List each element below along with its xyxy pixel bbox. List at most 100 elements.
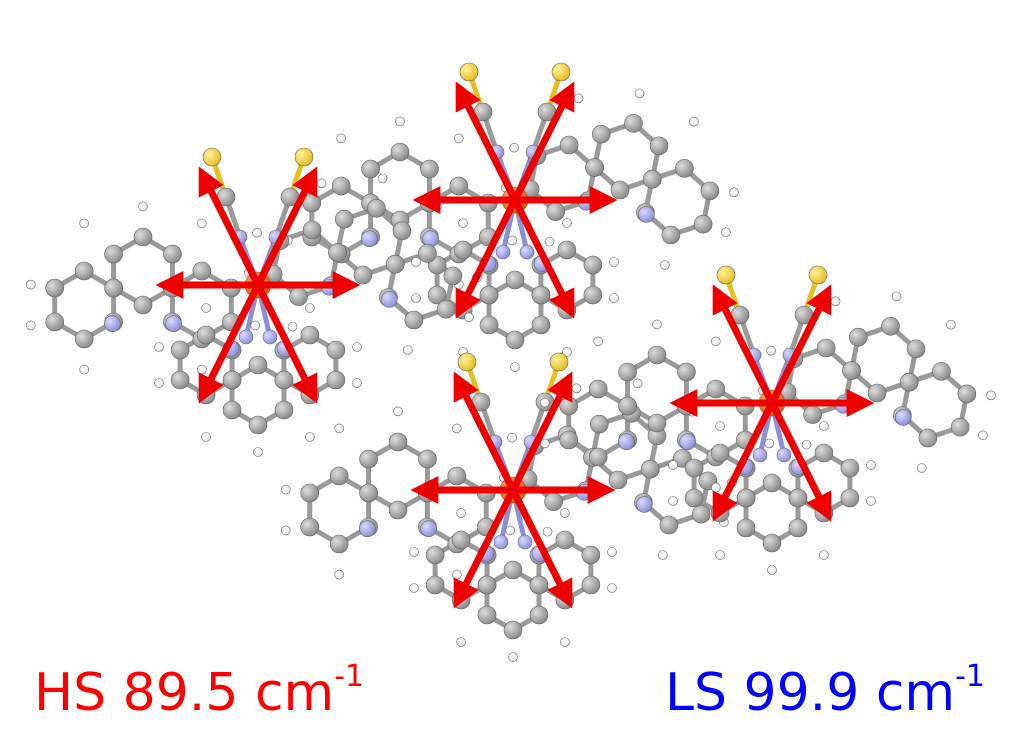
carbon-atom (647, 345, 667, 365)
carbon-atom (359, 483, 378, 503)
carbon-atom (436, 299, 456, 319)
carbon-atom (388, 432, 408, 452)
displacement-arrow-bottom-5 (509, 488, 573, 609)
hydrogen-atom (464, 312, 474, 323)
hydrogen-atom (560, 637, 570, 647)
carbon-atom (222, 400, 242, 420)
hydrogen-atom (409, 583, 419, 593)
carbon-atom (788, 488, 808, 508)
hydrogen-atom (767, 565, 777, 575)
nitrogen-atom (519, 244, 535, 260)
carbon-atom (505, 270, 525, 290)
nitrogen-atom (637, 206, 655, 223)
hydrogen-atom (508, 652, 518, 662)
carbon-atom (300, 325, 320, 345)
nitrogen-atom (517, 534, 533, 550)
carbon-atom (531, 285, 551, 305)
sulfur-atom (202, 147, 222, 167)
displacement-arrow-top-5 (511, 198, 575, 319)
displacement-arrow-right-2 (712, 284, 776, 405)
hydrogen-atom (352, 342, 362, 352)
hydrogen-atom (891, 291, 902, 302)
carbon-atom (848, 327, 868, 347)
displacement-arrow-bottom-2 (453, 371, 517, 492)
hydrogen-atom (280, 484, 291, 495)
hydrogen-atom (250, 320, 260, 331)
hydrogen-atom (432, 201, 442, 212)
hydrogen-atom (542, 526, 553, 537)
carbon-atom (581, 545, 601, 565)
carbon-atom (503, 620, 523, 640)
carbon-atom (133, 295, 153, 315)
carbon-atom (326, 370, 346, 390)
sulfur-atom (294, 147, 314, 167)
hydrogen-atom (458, 218, 468, 228)
carbon-atom (581, 575, 601, 595)
nitrogen-atom (165, 315, 182, 333)
carbon-atom (559, 135, 579, 155)
hydrogen-atom (197, 218, 207, 229)
hs-unit: cm (254, 663, 335, 723)
hs-prefix: HS (34, 663, 107, 723)
carbon-atom (618, 362, 637, 382)
carbon-atom (559, 430, 579, 450)
hydrogen-atom (452, 569, 462, 580)
carbon-atom (583, 285, 603, 305)
carbon-atom (867, 383, 887, 403)
hs-exponent: -1 (334, 658, 365, 694)
hydrogen-atom (305, 303, 315, 313)
hydrogen-atom (395, 116, 405, 127)
carbon-atom (479, 285, 499, 305)
displacement-arrow-left-2 (198, 166, 262, 287)
carbon-atom (710, 443, 730, 463)
carbon-atom (618, 396, 637, 416)
carbon-atom (762, 533, 782, 553)
carbon-atom (45, 278, 65, 298)
hydrogen-atom (729, 187, 739, 198)
hydrogen-atom (154, 342, 164, 352)
hydrogen-atom (819, 421, 829, 431)
carbon-atom (529, 605, 549, 625)
hydrogen-atom (715, 550, 725, 560)
hydrogen-atom (25, 320, 36, 331)
hydrogen-atom (411, 257, 421, 267)
hydrogen-atom (711, 336, 721, 347)
hydrogen-atom (334, 569, 344, 580)
ls-prefix: LS (665, 663, 727, 723)
hydrogen-atom (507, 432, 517, 443)
hydrogen-atom (711, 482, 721, 493)
carbon-atom (104, 244, 123, 264)
carbon-atom (736, 518, 756, 538)
carbon-atom (559, 396, 579, 416)
sulfur-atom (716, 265, 736, 285)
carbon-atom (425, 575, 445, 595)
hydrogen-atom (721, 227, 731, 238)
atom-layer (25, 62, 996, 662)
ls-frequency-label: LS 99.9 cm-1 (665, 661, 985, 719)
nitrogen-atom (359, 520, 376, 538)
hydrogen-atom (830, 296, 841, 307)
hydrogen-atom (544, 236, 555, 247)
ls-exponent: -1 (955, 658, 985, 694)
carbon-atom (816, 338, 836, 358)
hydrogen-atom (986, 390, 996, 401)
carbon-atom (331, 176, 351, 196)
carbon-atom (762, 473, 782, 493)
carbon-atom (427, 285, 447, 305)
carbon-atom (610, 180, 630, 200)
carbon-atom (453, 240, 473, 260)
nitrogen-atom (752, 447, 768, 463)
displacement-arrow-right-3 (768, 284, 832, 405)
carbon-atom (659, 515, 679, 535)
carbon-atom (899, 372, 919, 392)
carbon-atom (918, 428, 938, 448)
carbon-atom (248, 355, 268, 375)
carbon-atom (647, 413, 667, 433)
carbon-atom (170, 340, 190, 360)
carbon-atom (585, 158, 604, 177)
carbon-atom (684, 458, 704, 478)
hydrogen-atom (316, 178, 327, 189)
hydrogen-atom (456, 508, 466, 518)
carbon-atom (418, 244, 437, 263)
hydrogen-atom (660, 260, 670, 270)
